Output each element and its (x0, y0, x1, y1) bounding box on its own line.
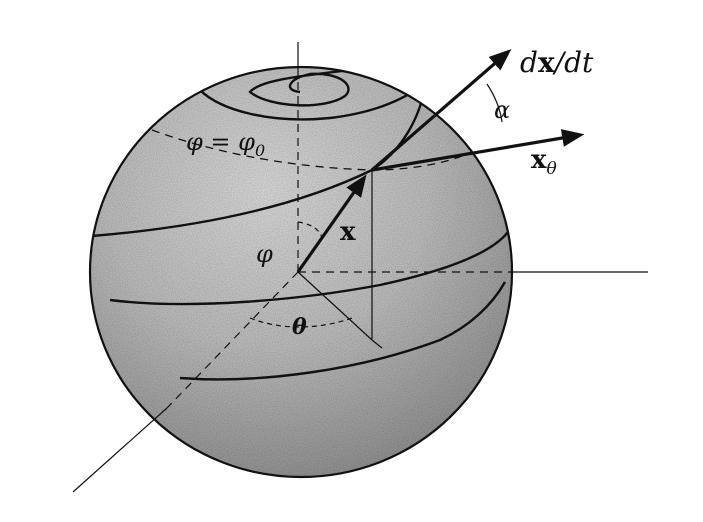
tangent-vector-x-theta (371, 129, 585, 172)
curve-front-middle (109, 231, 509, 306)
label-theta-angle: θ (292, 314, 307, 340)
coordinate-axes (72, 42, 648, 493)
label-alpha: α (494, 96, 510, 124)
theta-arc (249, 317, 353, 328)
x-axis-hidden (166, 271, 299, 409)
label-x-theta: xθ (531, 145, 557, 179)
label-phi-equals-phi0: φ = φ0 (186, 128, 265, 160)
label-phi-angle: φ (256, 240, 273, 268)
alpha-arc (486, 83, 503, 123)
vectors (296, 49, 585, 273)
x-axis-outside (72, 407, 168, 493)
velocity-vector-dxdt (370, 49, 512, 172)
projection-lines (297, 170, 383, 349)
curve-upper-loop (199, 81, 427, 121)
curve-front-upper (91, 81, 428, 238)
projection-foot (371, 339, 383, 349)
projection-radius (297, 271, 373, 341)
curve-front-lower (179, 281, 507, 381)
latitude-circle-phi0 (151, 129, 479, 171)
position-vector-x (296, 174, 367, 273)
label-dxdt: dx/dt (520, 46, 594, 79)
label-x-vector: x (340, 217, 356, 247)
